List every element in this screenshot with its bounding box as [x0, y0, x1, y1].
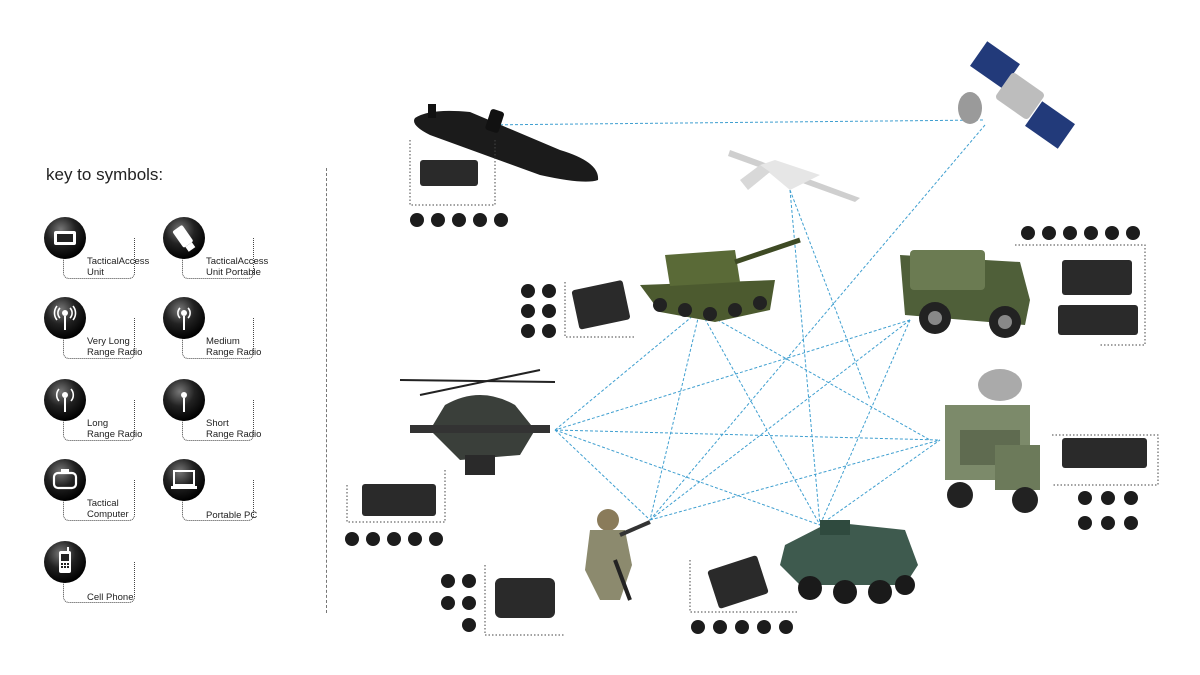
key-short-range-radio: Short Range Radio: [162, 378, 272, 448]
tactical-access-unit-icon: [44, 217, 86, 259]
key-label: TacticalAccess Unit: [87, 256, 150, 278]
cell-phone-icon: [44, 541, 86, 583]
equipment-jeep: [1058, 260, 1138, 335]
drone-icon: [728, 150, 860, 202]
link-jeep-soldier: [649, 319, 911, 521]
submarine-icon: [414, 104, 599, 182]
link-helicopter-soldier: [554, 429, 651, 521]
link-tank-armored: [699, 309, 821, 526]
box-submarine: [409, 140, 496, 206]
link-tank-truck: [699, 309, 931, 441]
link-jeep-armored: [819, 319, 911, 526]
key-label: Portable PC: [206, 510, 258, 521]
soldier-icon: [585, 509, 651, 601]
medium-range-radio-icon: [163, 297, 205, 339]
network-links: [479, 119, 986, 526]
command-truck-icon: [945, 369, 1040, 513]
legend-title: key to symbols:: [46, 165, 164, 184]
link-soldier-truck: [649, 439, 941, 521]
link-tank-soldier: [649, 309, 701, 521]
box-truck: [1052, 434, 1159, 486]
link-drone-jeep: [789, 189, 871, 401]
key-label: Short Range Radio: [206, 418, 262, 440]
tactical-computer-icon: [44, 459, 86, 501]
jeep-icon: [900, 250, 1030, 338]
key-label: Cell Phone: [87, 592, 134, 603]
equipment-soldier: [495, 578, 555, 618]
tactical-access-unit-portable-icon: [163, 217, 205, 259]
equipment-armored: [707, 555, 769, 609]
link-helicopter-armored: [554, 429, 821, 526]
link-submarine-satellite: [479, 119, 986, 126]
key-very-long-range-radio: Very Long Range Radio: [43, 296, 153, 366]
box-soldier: [484, 565, 565, 636]
key-label: Medium Range Radio: [206, 336, 262, 358]
equipment-helicopter: [362, 484, 436, 516]
key-tactical-access-unit: TacticalAccess Unit: [43, 216, 153, 286]
link-armored-truck: [819, 439, 941, 526]
key-medium-range-radio: Medium Range Radio: [162, 296, 272, 366]
key-tactical-computer: Tactical Computer: [43, 458, 153, 528]
link-satellite-soldier: [649, 124, 986, 521]
key-label: Very Long Range Radio: [87, 336, 143, 358]
box-helicopter: [346, 470, 446, 523]
key-label: Long Range Radio: [87, 418, 143, 440]
link-helicopter-truck: [554, 429, 941, 441]
equipment-tank: [571, 280, 631, 330]
equipment-truck: [1062, 438, 1147, 468]
key-long-range-radio: Long Range Radio: [43, 378, 153, 448]
tank-icon: [640, 237, 801, 322]
box-armored: [689, 560, 798, 613]
link-jeep-helicopter: [554, 319, 911, 431]
equipment-submarine: [420, 160, 478, 186]
key-label: TacticalAccess Unit Portable: [206, 256, 269, 278]
helicopter-icon: [399, 369, 556, 475]
mini-icons: [345, 213, 1140, 634]
short-range-radio-icon: [163, 379, 205, 421]
key-cell-phone: Cell Phone: [43, 540, 153, 610]
key-label: Tactical Computer: [87, 498, 129, 520]
portable-pc-icon: [163, 459, 205, 501]
long-range-radio-icon: [44, 379, 86, 421]
legend-divider: [326, 168, 327, 613]
link-drone-armored: [789, 189, 821, 526]
box-jeep: [1015, 244, 1146, 346]
very-long-range-radio-icon: [44, 297, 86, 339]
key-tactical-access-unit-portable: TacticalAccess Unit Portable: [162, 216, 272, 286]
armored-vehicle-icon: [780, 520, 918, 604]
satellite-icon: [958, 41, 1075, 149]
box-tank: [564, 282, 635, 338]
link-tank-helicopter: [554, 309, 701, 431]
key-portable-pc: Portable PC: [162, 458, 272, 528]
